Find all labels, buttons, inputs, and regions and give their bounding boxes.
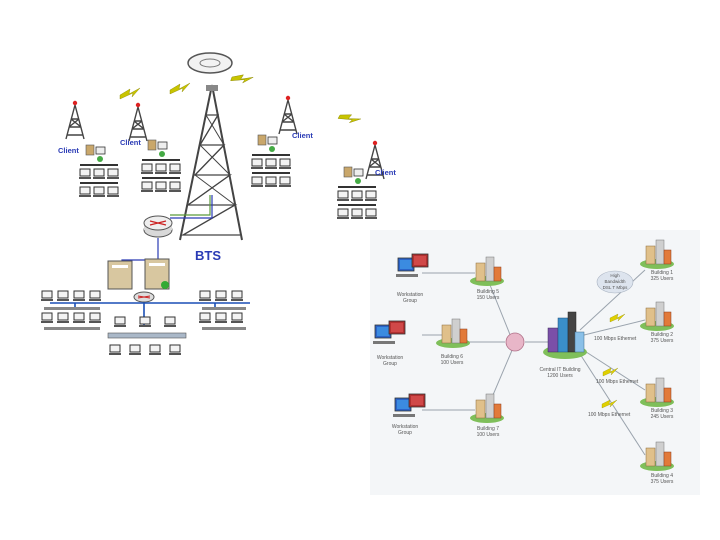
building-4: Building 4 375 Users xyxy=(639,441,675,485)
svg-text:Group: Group xyxy=(403,298,417,304)
building-2: Building 2 375 Users xyxy=(639,301,675,344)
link-label-3: 100 Mbps Ethernet xyxy=(588,412,631,418)
bts-tower-icon xyxy=(179,84,243,241)
svg-text:Building 2: Building 2 xyxy=(651,332,673,338)
server-icon xyxy=(107,260,133,290)
building-1: Building 1 325 Users xyxy=(639,239,675,282)
svg-text:Workstation: Workstation xyxy=(397,292,424,298)
workgroup-left xyxy=(40,290,102,330)
central-it-building: Central IT Building 1200 Users xyxy=(539,311,587,379)
workstation-group-1: Workstation Group xyxy=(395,253,429,304)
client-site-4 xyxy=(337,140,385,219)
cloud-icon: High Bandwidth DSL T Mbps xyxy=(596,270,634,294)
svg-text:325 Users: 325 Users xyxy=(651,276,674,282)
satellite-dish-icon xyxy=(187,52,233,74)
svg-text:Workstation: Workstation xyxy=(392,424,419,430)
svg-text:100 Users: 100 Users xyxy=(477,432,500,438)
client-label-3: Client xyxy=(292,131,313,140)
building-6: Building 6 100 Users xyxy=(435,318,471,366)
bts-network-diagram: Client Client Client Client BTS xyxy=(20,45,410,375)
svg-text:245 Users: 245 Users xyxy=(651,414,674,420)
router-icon xyxy=(143,215,173,238)
svg-text:DSL T Mbps: DSL T Mbps xyxy=(603,285,628,290)
svg-text:150 Users: 150 Users xyxy=(477,295,500,301)
wireless-link-icon xyxy=(119,70,362,129)
svg-text:Group: Group xyxy=(383,361,397,367)
svg-text:Building 6: Building 6 xyxy=(441,354,463,360)
svg-text:100 Users: 100 Users xyxy=(441,360,464,366)
campus-network-diagram: Workstation Group Workstation Group Work… xyxy=(370,230,700,495)
building-7: Building 7 100 Users xyxy=(469,393,505,438)
network-links xyxy=(422,269,646,456)
bts-label: BTS xyxy=(195,248,221,263)
campus-network-svg: Workstation Group Workstation Group Work… xyxy=(372,239,675,485)
svg-text:Bandwidth: Bandwidth xyxy=(604,279,626,284)
svg-text:Group: Group xyxy=(398,430,412,436)
workgroup-right xyxy=(198,290,246,330)
server-icon xyxy=(144,258,170,290)
lan-switch-icon xyxy=(133,291,155,303)
client-label-4: Client xyxy=(375,168,396,177)
svg-text:Building 7: Building 7 xyxy=(477,426,499,432)
svg-text:Building 4: Building 4 xyxy=(651,473,673,479)
svg-text:375 Users: 375 Users xyxy=(651,479,674,485)
svg-text:Workstation: Workstation xyxy=(377,355,404,361)
link-label-2: 100 Mbps Ethernet xyxy=(596,379,639,385)
svg-text:Central IT Building: Central IT Building xyxy=(539,367,580,373)
client-label-1: Client xyxy=(58,146,79,155)
client-label-2: Client xyxy=(120,138,141,147)
svg-text:Building 5: Building 5 xyxy=(477,289,499,295)
router-icon xyxy=(505,332,525,352)
workgroup-bottom xyxy=(107,316,187,356)
workstation-group-3: Workstation Group xyxy=(392,393,426,436)
svg-text:High: High xyxy=(610,273,620,278)
svg-text:375 Users: 375 Users xyxy=(651,338,674,344)
client-site-2 xyxy=(128,102,181,192)
workstation-group-2: Workstation Group xyxy=(372,320,406,367)
svg-text:Building 3: Building 3 xyxy=(651,408,673,414)
building-5: Building 5 150 Users xyxy=(469,256,505,301)
bts-network-svg: Client Client Client Client BTS xyxy=(40,52,396,356)
building-3: Building 3 245 Users xyxy=(639,377,675,420)
svg-text:Building 1: Building 1 xyxy=(651,270,673,276)
client-site-3 xyxy=(251,95,298,187)
svg-text:1200 Users: 1200 Users xyxy=(547,373,573,379)
link-label-1: 100 Mbps Ethernet xyxy=(594,336,637,342)
